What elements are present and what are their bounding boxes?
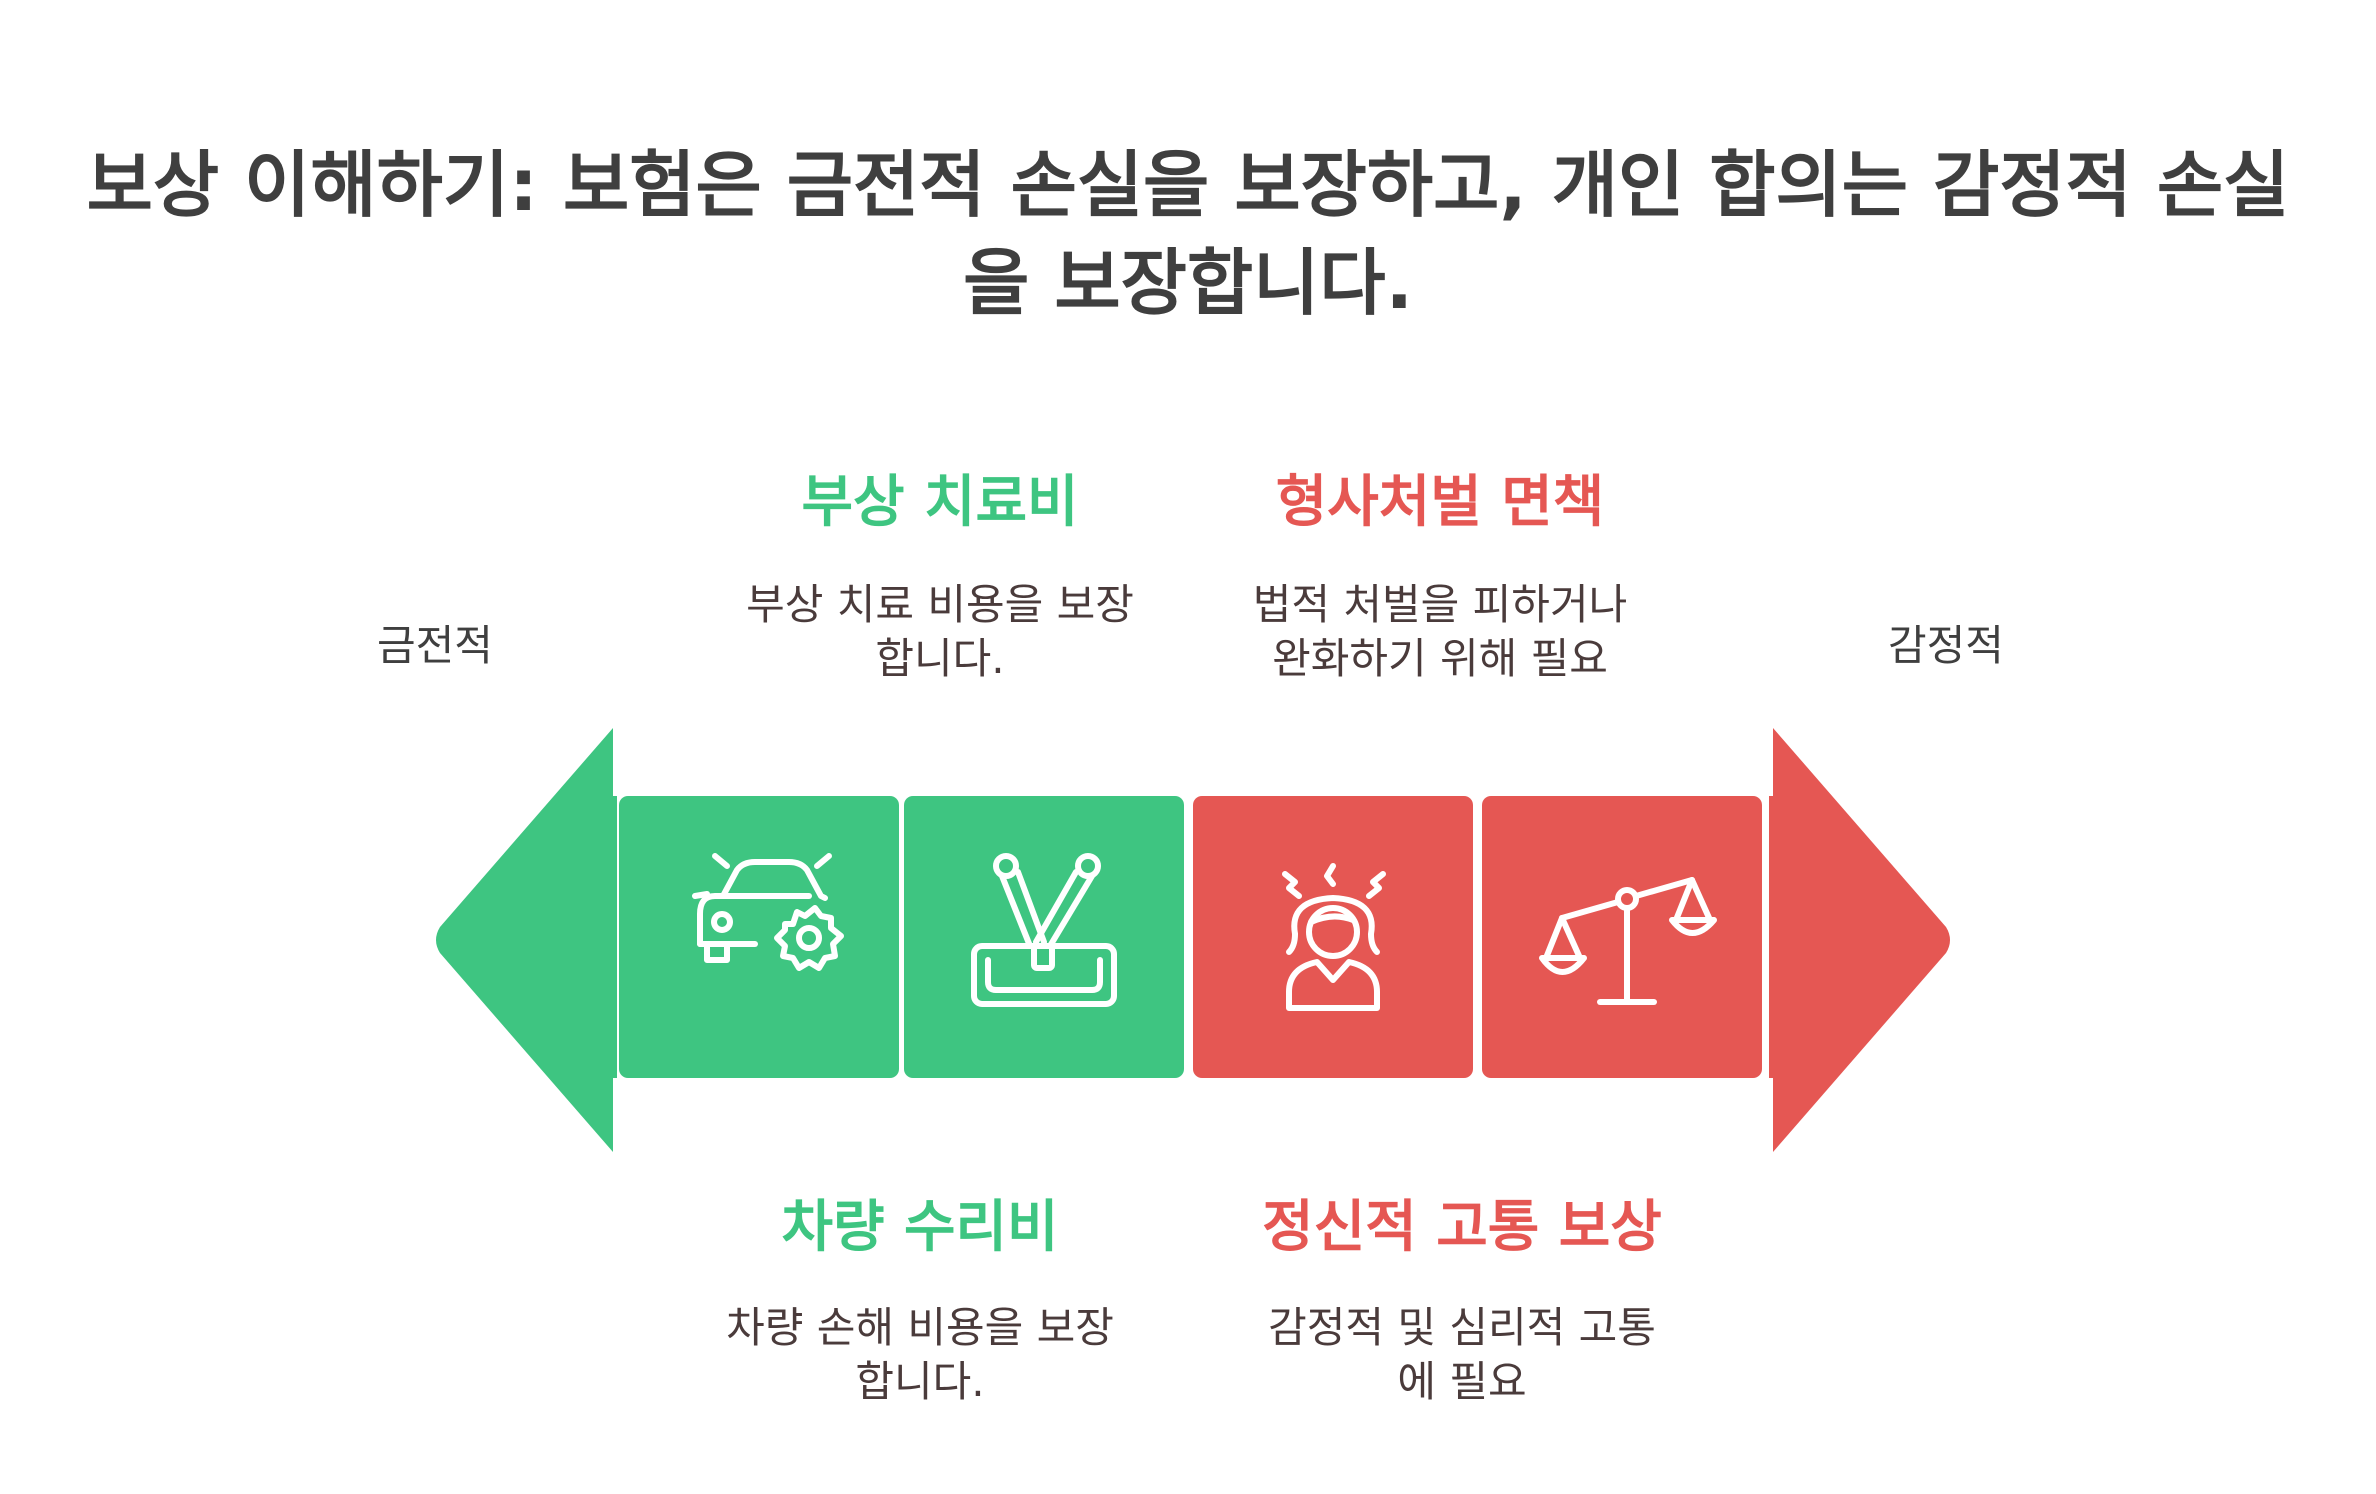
desc-line: 합니다. [875, 634, 1005, 683]
desc-criminal-immunity: 법적 처벌을 피하거나 완화하기 위해 필요 [1210, 578, 1670, 686]
right-arrowhead [1773, 728, 1950, 1152]
desc-mental-distress: 감정적 및 심리적 고통 에 필요 [1232, 1301, 1692, 1409]
desc-line: 합니다. [855, 1357, 985, 1406]
heading-vehicle-repair: 차량 수리비 [781, 1195, 1059, 1260]
heading-criminal-immunity: 형사처벌 면책 [1275, 470, 1605, 535]
axis-left-label: 금전적 [377, 621, 493, 670]
desc-injury-treatment: 부상 치료 비용을 보장 합니다. [710, 578, 1170, 686]
page-title: 보상 이해하기: 보험은 금전적 손실을 보장하고, 개인 합의는 감정적 손실… [86, 143, 2290, 325]
desc-line: 완화하기 위해 필요 [1272, 634, 1608, 683]
scales-icon [1539, 877, 1717, 1005]
box-mental-distress [1193, 796, 1473, 1078]
desc-line: 차량 손해 비용을 보장 [726, 1303, 1114, 1352]
desc-vehicle-repair: 차량 손해 비용을 보장 합니다. [690, 1301, 1150, 1409]
car-gear-icon [692, 853, 844, 971]
left-arrowhead [436, 728, 613, 1152]
medical-kit-icon [971, 853, 1117, 1007]
desc-line: 법적 처벌을 피하거나 [1252, 580, 1628, 629]
desc-line: 부상 치료 비용을 보장 [746, 580, 1134, 629]
box-criminal-immunity [1482, 796, 1762, 1078]
axis-right-label: 감정적 [1888, 621, 2004, 670]
heading-mental-distress: 정신적 고통 보상 [1262, 1195, 1662, 1260]
stressed-person-icon [1282, 863, 1386, 1011]
heading-injury-treatment: 부상 치료비 [801, 470, 1079, 535]
box-vehicle-repair [619, 796, 899, 1078]
desc-line: 에 필요 [1397, 1357, 1527, 1406]
desc-line: 감정적 및 심리적 고통 [1268, 1303, 1656, 1352]
right-shaft [1769, 796, 1773, 1078]
box-injury-treatment [904, 796, 1184, 1078]
left-shaft [613, 796, 617, 1078]
